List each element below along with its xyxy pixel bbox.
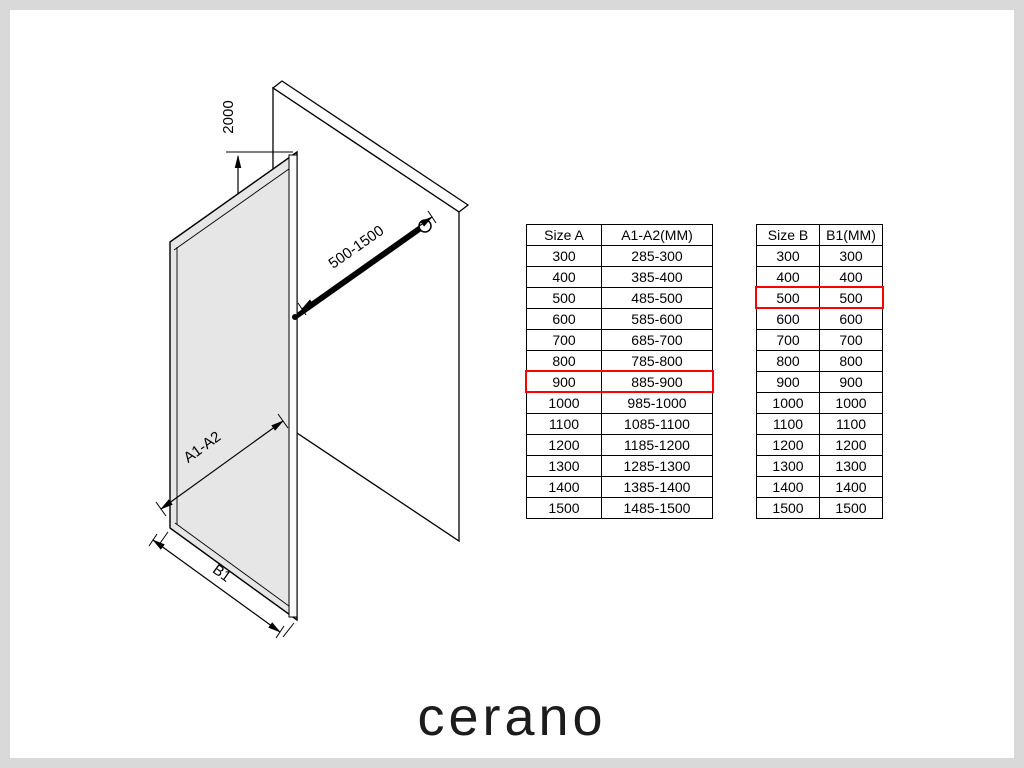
table-cell: 300	[776, 248, 800, 264]
table-cell: 1200	[772, 437, 804, 453]
table-cell: 800	[552, 353, 576, 369]
table-cell: 600	[819, 309, 882, 329]
table-a-header-size: Size A	[544, 227, 584, 243]
table-row: 900 900	[757, 371, 882, 392]
table-row: 400 385-400	[527, 266, 712, 287]
table-cell: 1100	[772, 416, 804, 432]
table-row: 800 785-800	[527, 350, 712, 371]
brand-logo: cerano	[417, 687, 607, 747]
table-cell: 1185-1200	[601, 435, 712, 455]
height-dimension-label: 2000	[220, 100, 237, 133]
table-cell: 1300	[819, 456, 882, 476]
table-cell: 900	[552, 374, 576, 390]
size-a-table: Size A A1-A2(MM) 300 285-300 400 385-400…	[525, 224, 714, 519]
table-b-header-row: Size B B1(MM)	[757, 225, 882, 245]
table-row: 1000 985-1000	[527, 392, 712, 413]
table-cell: 500	[552, 290, 576, 306]
table-cell: 1000	[772, 395, 804, 411]
table-a-header-row: Size A A1-A2(MM)	[527, 225, 712, 245]
table-cell: 600	[776, 311, 800, 327]
table-cell: 400	[552, 269, 576, 285]
table-row: 1100 1100	[757, 413, 882, 434]
table-b-header-b1: B1(MM)	[819, 225, 882, 245]
table-cell: 1200	[819, 435, 882, 455]
table-cell: 1000	[548, 395, 580, 411]
table-cell: 1500	[819, 498, 882, 518]
table-row: 1400 1385-1400	[527, 476, 712, 497]
table-row: 1500 1500	[757, 497, 882, 518]
table-cell: 1200	[548, 437, 580, 453]
table-cell: 1400	[819, 477, 882, 497]
table-cell: 585-600	[601, 309, 712, 329]
wall-profile	[288, 154, 298, 618]
size-b-table: Size B B1(MM) 300 300 400 400 500 500 60…	[755, 224, 884, 519]
table-cell: 785-800	[601, 351, 712, 371]
table-row: 400 400	[757, 266, 882, 287]
table-cell: 1400	[772, 479, 804, 495]
glass-panel	[169, 150, 298, 622]
table-row-highlighted: 900 885-900	[525, 370, 714, 393]
table-cell: 1285-1300	[601, 456, 712, 476]
table-cell: 1385-1400	[601, 477, 712, 497]
table-cell: 700	[552, 332, 576, 348]
table-row: 300 300	[757, 245, 882, 266]
table-cell: 1085-1100	[601, 414, 712, 434]
table-row: 600 585-600	[527, 308, 712, 329]
table-cell: 1000	[819, 393, 882, 413]
table-cell: 900	[776, 374, 800, 390]
table-cell: 900	[819, 372, 882, 392]
table-row: 700 685-700	[527, 329, 712, 350]
bar-glass-clamp	[292, 314, 298, 320]
table-row: 1000 1000	[757, 392, 882, 413]
table-row: 1500 1485-1500	[527, 497, 712, 518]
table-cell: 285-300	[601, 246, 712, 266]
table-row: 500 485-500	[527, 287, 712, 308]
table-cell: 1400	[548, 479, 580, 495]
table-row: 1400 1400	[757, 476, 882, 497]
table-cell: 300	[552, 248, 576, 264]
table-row: 600 600	[757, 308, 882, 329]
table-row: 700 700	[757, 329, 882, 350]
table-cell: 885-900	[601, 372, 712, 392]
table-b-header-size: Size B	[767, 227, 809, 243]
table-cell: 1300	[772, 458, 804, 474]
table-row: 300 285-300	[527, 245, 712, 266]
table-row: 1200 1185-1200	[527, 434, 712, 455]
table-cell: 385-400	[601, 267, 712, 287]
table-row: 1100 1085-1100	[527, 413, 712, 434]
table-cell: 685-700	[601, 330, 712, 350]
table-cell: 1300	[548, 458, 580, 474]
table-row: 1300 1300	[757, 455, 882, 476]
table-cell: 400	[776, 269, 800, 285]
table-row: 1200 1200	[757, 434, 882, 455]
table-cell: 1500	[548, 500, 580, 516]
table-cell: 1100	[548, 416, 580, 432]
table-row: 800 800	[757, 350, 882, 371]
table-cell: 485-500	[601, 288, 712, 308]
table-a-header-range: A1-A2(MM)	[601, 225, 712, 245]
table-cell: 400	[819, 267, 882, 287]
table-row: 1300 1285-1300	[527, 455, 712, 476]
table-cell: 800	[776, 353, 800, 369]
table-cell: 1485-1500	[601, 498, 712, 518]
table-cell: 500	[819, 288, 882, 308]
table-cell: 500	[776, 290, 800, 306]
table-cell: 985-1000	[601, 393, 712, 413]
table-cell: 300	[819, 246, 882, 266]
table-cell: 700	[776, 332, 800, 348]
table-cell: 1100	[819, 414, 882, 434]
table-cell: 600	[552, 311, 576, 327]
table-cell: 800	[819, 351, 882, 371]
table-cell: 1500	[772, 500, 804, 516]
table-cell: 700	[819, 330, 882, 350]
table-row-highlighted: 500 500	[755, 286, 884, 309]
